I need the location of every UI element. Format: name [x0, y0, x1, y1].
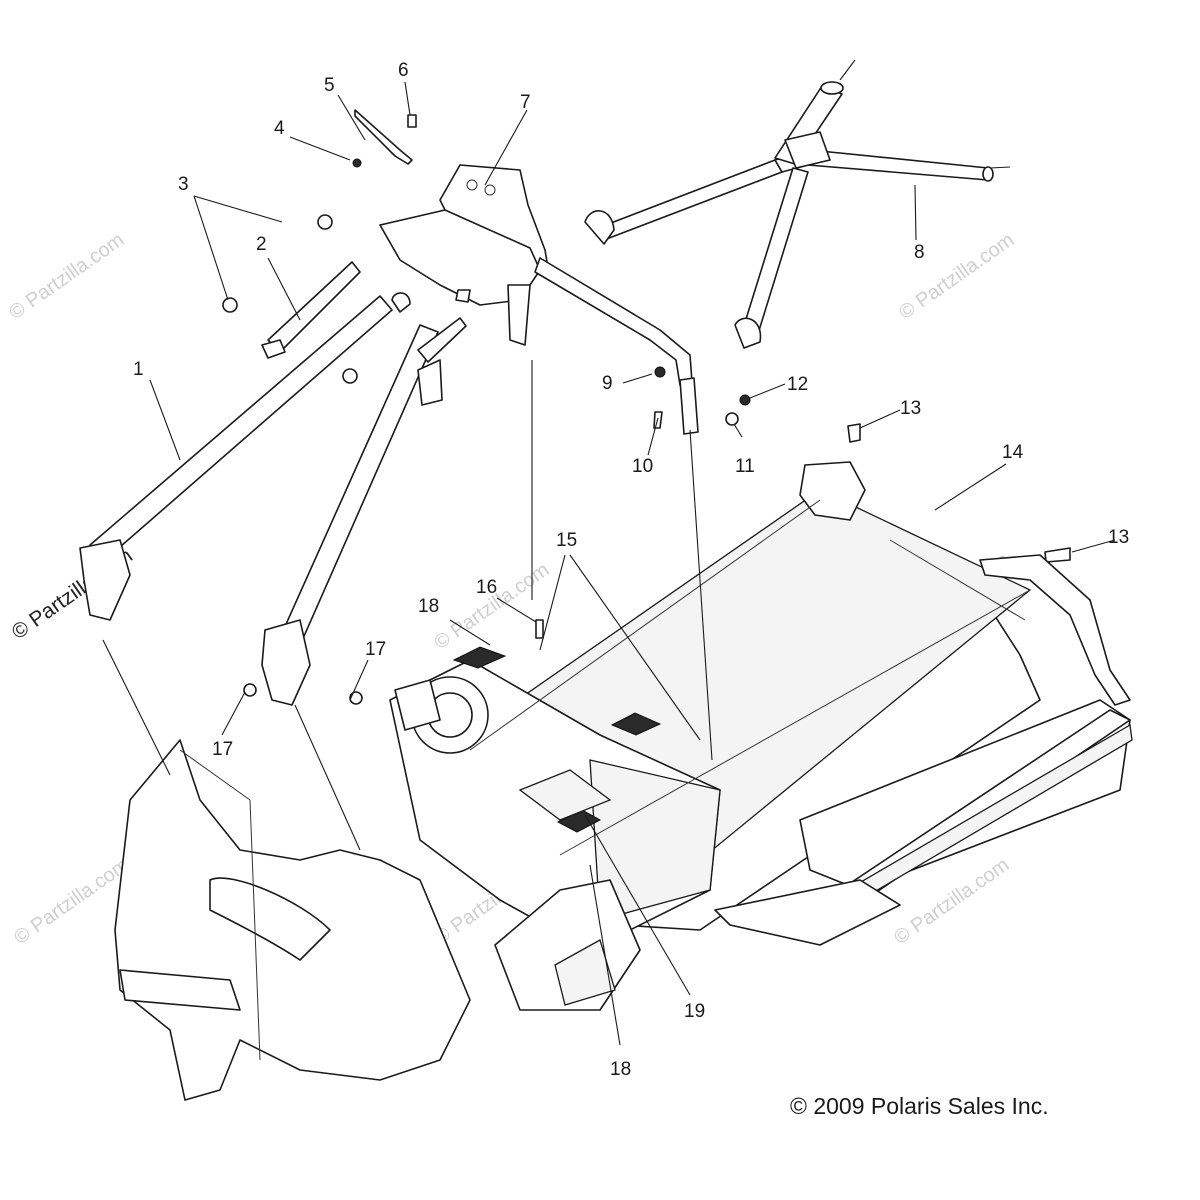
tie-rod-assembly — [79, 214, 467, 706]
callout-3: 3 — [178, 174, 189, 195]
callout-1: 1 — [133, 359, 144, 380]
steering-post-assembly — [584, 59, 1011, 349]
callout-5: 5 — [324, 75, 335, 96]
callout-labels: 1 2 3 4 5 6 7 8 9 10 11 12 13 13 14 15 1… — [133, 60, 1129, 1080]
callout-6: 6 — [398, 60, 409, 81]
callout-16: 16 — [476, 577, 497, 598]
callout-9: 9 — [602, 373, 613, 394]
callout-18b: 18 — [610, 1059, 631, 1080]
callout-17b: 17 — [212, 739, 233, 760]
steering-bracket — [379, 164, 699, 435]
callout-4: 4 — [274, 118, 285, 139]
leader-lines — [102, 81, 1116, 1046]
callout-15: 15 — [556, 530, 577, 551]
callout-18: 18 — [418, 596, 439, 617]
callout-8: 8 — [914, 242, 925, 263]
watermark: © Partzilla.com — [5, 229, 128, 324]
callout-11: 11 — [735, 456, 755, 477]
callout-17: 17 — [365, 639, 386, 660]
chassis-assembly — [114, 461, 1133, 1101]
callout-13: 13 — [900, 398, 921, 419]
callout-19: 19 — [684, 1001, 705, 1022]
callout-10: 10 — [632, 456, 653, 477]
callout-12: 12 — [787, 374, 808, 395]
copyright-notice: © 2009 Polaris Sales Inc. — [790, 1093, 1049, 1119]
callout-13b: 13 — [1108, 527, 1129, 548]
callout-14: 14 — [1002, 442, 1024, 463]
watermark: © Partzilla.com — [430, 559, 553, 654]
callout-7: 7 — [520, 92, 531, 113]
callout-2: 2 — [256, 234, 267, 255]
